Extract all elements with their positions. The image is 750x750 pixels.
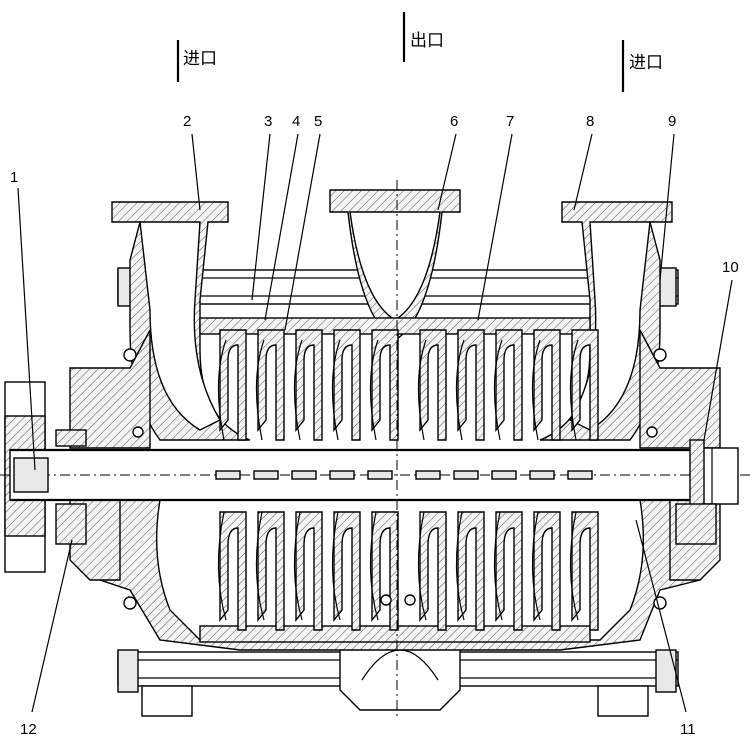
upper-impeller-stages bbox=[217, 329, 599, 441]
upper-stage-diffuser bbox=[419, 329, 447, 441]
lower-stage-diffuser bbox=[333, 511, 361, 631]
part-number-11: 11 bbox=[680, 721, 696, 738]
upper-stage-diffuser bbox=[295, 329, 323, 441]
part-number-9: 9 bbox=[668, 113, 676, 130]
lower-stage-vane bbox=[369, 511, 379, 621]
part-number-6: 6 bbox=[450, 113, 458, 130]
lower-stage-diffuser bbox=[295, 511, 323, 631]
shaft-key bbox=[491, 470, 517, 480]
part-callouts: 1 2 3 4 5 6 7 8 9 10 11 12 bbox=[10, 113, 739, 738]
outlet-label: 出口 bbox=[402, 12, 444, 62]
part-number-2: 2 bbox=[183, 113, 191, 130]
shaft-key bbox=[367, 470, 393, 480]
upper-stage-vane bbox=[369, 339, 379, 441]
lower-stage-vane bbox=[493, 511, 503, 621]
lower-stage-vane bbox=[255, 511, 265, 621]
part-number-12: 12 bbox=[20, 721, 37, 738]
upper-stage-vane bbox=[417, 339, 427, 441]
lower-stage-diffuser bbox=[533, 511, 561, 631]
shaft-key bbox=[253, 470, 279, 480]
shaft-key bbox=[567, 470, 593, 480]
inlet-left-label: 进口 bbox=[176, 40, 217, 82]
lower-stage-vane bbox=[531, 511, 541, 621]
part-number-8: 8 bbox=[586, 113, 594, 130]
upper-stage-vane bbox=[493, 339, 503, 441]
lower-stage-vane bbox=[217, 511, 227, 621]
inlet-right-label: 进口 bbox=[621, 40, 663, 92]
lower-stage-vane bbox=[417, 511, 427, 621]
part-number-5: 5 bbox=[314, 113, 322, 130]
lower-stage-vane bbox=[569, 511, 579, 621]
lower-impeller-stages bbox=[217, 511, 599, 631]
upper-stage-diffuser bbox=[333, 329, 361, 441]
upper-stage-diffuser bbox=[371, 329, 399, 441]
lower-stage-diffuser bbox=[257, 511, 285, 631]
upper-stage-vane bbox=[255, 339, 265, 441]
part-number-1: 1 bbox=[10, 169, 18, 186]
upper-stage-diffuser bbox=[457, 329, 485, 441]
upper-stage-vane bbox=[531, 339, 541, 441]
upper-stage-vane bbox=[217, 339, 227, 441]
lower-stage-diffuser bbox=[457, 511, 485, 631]
inlet-right-text: 进口 bbox=[629, 53, 663, 73]
upper-stage-diffuser bbox=[533, 329, 561, 441]
lower-stage-vane bbox=[331, 511, 341, 621]
shaft-key bbox=[215, 470, 241, 480]
upper-stage-diffuser bbox=[495, 329, 523, 441]
part-number-7: 7 bbox=[506, 113, 514, 130]
part-number-3: 3 bbox=[264, 113, 272, 130]
lower-stage-vane bbox=[455, 511, 465, 621]
shaft-key bbox=[529, 470, 555, 480]
inlet-left-text: 进口 bbox=[183, 49, 217, 69]
upper-stage-vane bbox=[455, 339, 465, 441]
part-number-4: 4 bbox=[292, 113, 300, 130]
upper-stage-diffuser bbox=[571, 329, 599, 441]
pump-shaft bbox=[0, 381, 750, 573]
upper-stage-diffuser bbox=[219, 329, 247, 441]
upper-stage-vane bbox=[331, 339, 341, 441]
shaft-key bbox=[329, 470, 355, 480]
shaft-key bbox=[453, 470, 479, 480]
part-number-10: 10 bbox=[722, 259, 739, 276]
upper-stage-vane bbox=[569, 339, 579, 441]
shaft-key bbox=[291, 470, 317, 480]
upper-stage-diffuser bbox=[257, 329, 285, 441]
lower-stage-vane bbox=[293, 511, 303, 621]
lower-stage-diffuser bbox=[419, 511, 447, 631]
outlet-text: 出口 bbox=[410, 31, 444, 51]
lower-stage-diffuser bbox=[571, 511, 599, 631]
upper-stage-vane bbox=[293, 339, 303, 441]
bolts bbox=[123, 348, 667, 610]
lower-stage-diffuser bbox=[219, 511, 247, 631]
lower-stage-diffuser bbox=[495, 511, 523, 631]
upper-casing bbox=[69, 189, 721, 449]
shaft-keys bbox=[215, 470, 593, 480]
shaft-key bbox=[415, 470, 441, 480]
